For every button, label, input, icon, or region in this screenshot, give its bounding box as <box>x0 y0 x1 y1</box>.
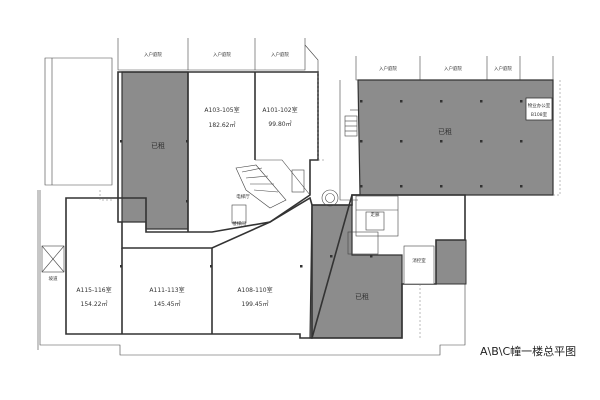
unit-a111-area: 145.45㎡ <box>154 300 181 308</box>
property-office-name: 物业办公室 <box>528 102 551 109</box>
unit-a101-area: 99.80㎡ <box>268 120 291 128</box>
unit-a101-name: A101-102室 <box>262 106 297 114</box>
rented-zone-right-strip <box>435 239 467 285</box>
unit-a103-area: 182.62㎡ <box>209 121 236 129</box>
structural-columns <box>120 100 523 268</box>
site-boundary <box>39 190 466 356</box>
rented-zones <box>121 71 554 339</box>
rented-label-bottom: 已租 <box>355 293 369 301</box>
unit-a115-area: 154.22㎡ <box>81 300 108 308</box>
unit-a108-name: A108-110室 <box>237 286 272 294</box>
entrance-label-5: 入户庭院 <box>444 65 462 72</box>
rented-label-left: 已租 <box>151 142 165 150</box>
ramp-symbol <box>41 245 65 273</box>
unit-a108-area: 199.45㎡ <box>242 300 269 308</box>
property-office-area: B108室 <box>531 111 548 118</box>
entrance-label-6: 入户庭院 <box>494 65 512 72</box>
fire-room-label: 消控室 <box>412 257 426 264</box>
stair-label: 楼梯间 <box>232 220 246 227</box>
elevator-label: 电梯厅 <box>236 193 250 200</box>
stair-core <box>231 115 435 285</box>
ramp-label: 坡道 <box>49 275 58 282</box>
property-office-box <box>525 97 553 121</box>
entrance-label-2: 入户庭院 <box>213 51 231 58</box>
entrance-label-4: 入户庭院 <box>379 65 397 72</box>
rented-label-right: 已租 <box>438 128 452 136</box>
exterior-lines <box>99 72 561 338</box>
building-walls <box>65 71 466 339</box>
plan-title: A\B\C幢一楼总平图 <box>480 345 577 358</box>
neighbor-building <box>37 57 113 350</box>
unit-a115-name: A115-116室 <box>76 286 111 294</box>
corridor-label: 走廊 <box>371 211 380 218</box>
rented-zone-right-top <box>357 79 554 196</box>
unit-a103-name: A103-105室 <box>204 106 239 114</box>
entrance-label-1: 入户庭院 <box>144 51 162 58</box>
rented-zone-left <box>121 71 189 230</box>
unit-a111-name: A111-113室 <box>149 286 184 294</box>
entrance-label-3: 入户庭院 <box>271 51 289 58</box>
